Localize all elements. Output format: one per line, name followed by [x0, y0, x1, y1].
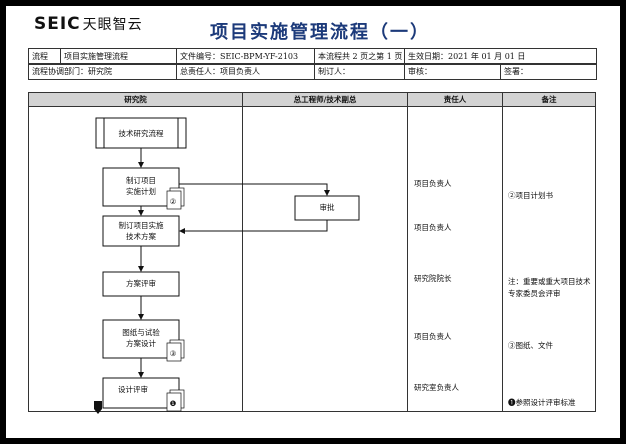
node-box-review: [102, 271, 180, 297]
node-tech-plan: 制订项目实施 技术方案: [103, 220, 179, 242]
doc-marker-design: ③: [169, 349, 177, 358]
node-box-design: [102, 319, 180, 359]
node-approve: 审批: [319, 203, 335, 212]
doc-marker-plan: ②: [169, 197, 177, 206]
note-design: ③图纸、文件: [508, 341, 553, 350]
responsible-design: 项目负责人: [414, 332, 452, 341]
header-table: 流程 项目实施管理流程 文件编号：SEIC-BPM-YF-2103 本流程共 2…: [28, 48, 597, 65]
node-box-plan: [102, 167, 180, 207]
node-plan-line1: 制订项目: [126, 176, 156, 185]
note-review: 注：重要或重大项目技术 专家委员会评审: [508, 276, 591, 300]
note-review-line1: 注：重要或重大项目技术: [508, 277, 591, 286]
node-tech-plan-line1: 制订项目实施: [118, 221, 164, 230]
doc-stack-icon: [166, 339, 185, 362]
header-table-2: 流程协调部门：研究院 总责任人：项目负责人 制订人： 审核： 签署：: [28, 63, 597, 80]
node-box-approve: [294, 195, 360, 221]
sign-field: 签署：: [500, 63, 597, 80]
node-design-review: 设计评审: [118, 385, 148, 394]
continuation-marker: [94, 401, 102, 414]
doc-stack-icon: [166, 187, 185, 210]
node-design-line2: 方案设计: [126, 339, 156, 348]
node-plan-line2: 实施计划: [126, 187, 156, 196]
connector-to-approve: [179, 183, 330, 196]
connector-from-approve: [179, 220, 328, 234]
note-review-line2: 专家委员会评审: [508, 289, 561, 298]
note-design-review: ❶参照设计评审标准: [508, 398, 576, 407]
node-plan: 制订项目 实施计划: [103, 175, 179, 197]
lane-divider-1: [242, 106, 243, 412]
node-design: 图纸与试验 方案设计: [103, 327, 179, 349]
logo-text: 天眼智云: [82, 17, 143, 33]
flow-body: [28, 106, 596, 412]
responsible-plan: 项目负责人: [414, 179, 452, 188]
header-row-1: 流程 项目实施管理流程 文件编号：SEIC-BPM-YF-2103 本流程共 2…: [28, 48, 597, 65]
lane-divider-3: [502, 106, 503, 412]
responsible-design-review: 研究室负责人: [414, 383, 459, 392]
node-design-line1: 图纸与试验: [122, 328, 160, 337]
page-title: 项目实施管理流程（一）: [210, 22, 430, 43]
node-start: 技术研究流程: [118, 129, 164, 138]
header-row-2: 流程协调部门：研究院 总责任人：项目负责人 制订人： 审核： 签署：: [28, 63, 597, 80]
lane-divider-2: [407, 106, 408, 412]
logo-mark: SEIC: [34, 14, 81, 34]
start-process-box: [95, 117, 187, 149]
note-plan: ②项目计划书: [508, 191, 553, 200]
review-field: 审核：: [404, 63, 501, 80]
node-tech-plan-line2: 技术方案: [126, 232, 156, 241]
node-review: 方案评审: [126, 279, 156, 288]
responsible-review: 研究院院长: [414, 274, 452, 283]
responsible-tech-plan: 项目负责人: [414, 223, 452, 232]
doc-stack-icon: [166, 389, 185, 412]
author-field: 制订人：: [314, 63, 405, 80]
doc-marker-design-review: ❶: [169, 399, 177, 408]
